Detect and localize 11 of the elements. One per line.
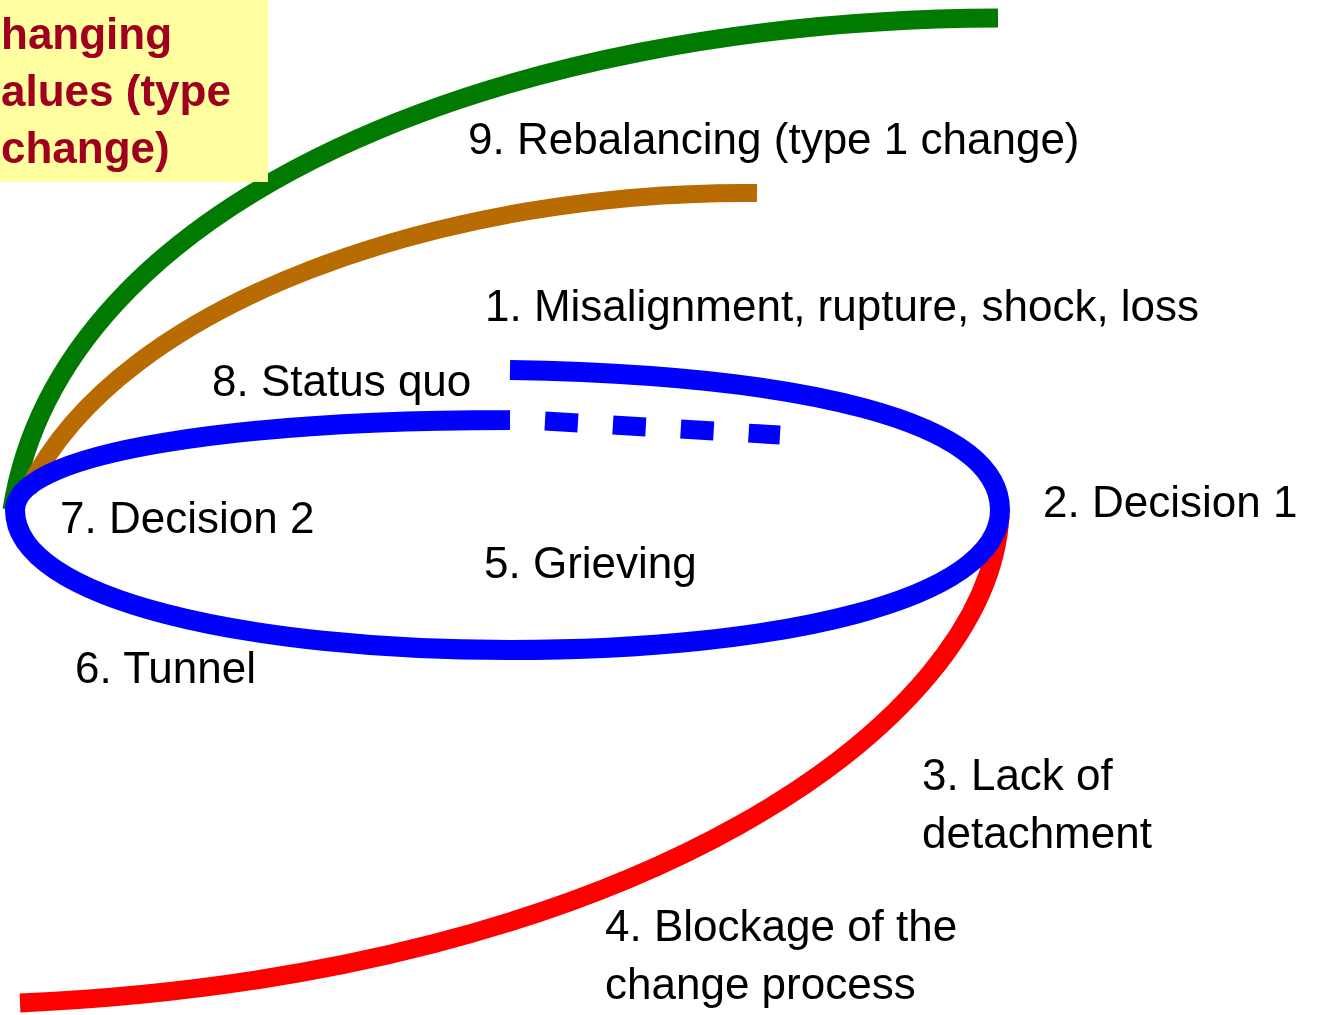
note-box	[0, 0, 268, 182]
stage-label: 8. Status quo	[212, 355, 472, 407]
stage-label: 9. Rebalancing (type 1 change)	[468, 113, 1080, 165]
stage-label: 4. Blockage of the change process	[605, 900, 959, 1010]
note-text: hanging alues (type change)	[1, 8, 232, 174]
stage-label: 1. Misalignment, rupture, shock, loss	[485, 280, 1200, 332]
stage-label: 2. Decision 1	[1043, 476, 1298, 528]
stage-label: 7. Decision 2	[60, 492, 315, 544]
stage-label: 5. Grieving	[484, 537, 697, 589]
stage-label: 6. Tunnel	[75, 642, 257, 694]
stage-label: 3. Lack of detachment	[922, 749, 1153, 859]
